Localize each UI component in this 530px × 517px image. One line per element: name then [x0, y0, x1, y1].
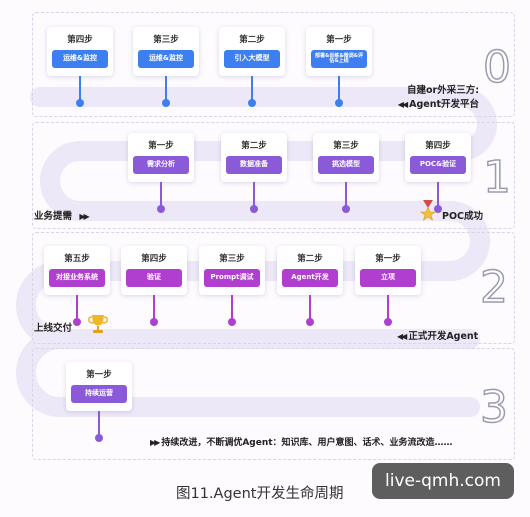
- phase-1-frame: [32, 122, 515, 229]
- double-arrow-icon: ◀◀: [397, 332, 407, 341]
- phase0-milestone: 自建or外采三方: ◀◀Agent开发平台: [398, 84, 480, 112]
- figure-caption: 图11.Agent开发生命周期: [176, 486, 344, 502]
- phase-0-number: 0: [482, 41, 512, 94]
- watermark: live-qmh.com: [372, 463, 514, 499]
- double-arrow-icon: ◀◀: [397, 100, 408, 109]
- step-action: POC&验证: [410, 156, 466, 174]
- pin: [150, 295, 158, 326]
- step-label: 第一步: [148, 141, 174, 151]
- phase-0-frame: [32, 12, 515, 117]
- start-label-text: 业务提需: [34, 211, 73, 222]
- phase0-card-1: 第四步 运维&监控: [47, 27, 113, 76]
- phase-2-frame: [32, 232, 515, 344]
- phase2-start-label: ◀◀正式开发Agent: [397, 328, 478, 342]
- pin: [76, 76, 84, 107]
- step-action: 数据准备: [226, 156, 282, 174]
- step-label: 第五步: [64, 254, 90, 264]
- step-label: 第一步: [86, 370, 112, 380]
- step-label: 第二步: [297, 254, 323, 264]
- step-action: 验证: [126, 269, 182, 287]
- footer-text: 持续改进，不断调优Agent：知识库、用户意图、话术、业务流改造……: [161, 438, 453, 448]
- phase0-card-4: 第一步 部署&训练&微调&评估&上线: [306, 27, 372, 76]
- milestone-line-2: ◀◀Agent开发平台: [377, 98, 479, 112]
- trophy-icon: [88, 315, 108, 333]
- milestone-line-1: 自建or外采三方:: [407, 85, 480, 96]
- step-label: 第三步: [219, 254, 245, 264]
- phase-1-number: 1: [482, 151, 512, 204]
- phase1-card-3: 第三步 挑选模型: [313, 133, 379, 182]
- phase0-card-3: 第二步 引入大模型: [219, 27, 285, 76]
- double-arrow-icon: ▶▶: [150, 438, 160, 447]
- pin: [157, 182, 165, 213]
- step-label: 第一步: [326, 35, 352, 45]
- step-action: Prompt调试: [204, 269, 260, 287]
- step-action: 立项: [360, 269, 416, 287]
- step-action: 部署&训练&微调&评估&上线: [311, 50, 367, 68]
- pin: [342, 182, 350, 213]
- star-icon: [420, 200, 436, 221]
- phase2-card-2: 第四步 验证: [121, 246, 187, 295]
- pin: [384, 295, 392, 326]
- phase2-card-4: 第二步 Agent开发: [277, 246, 343, 295]
- milestone-line-2-text: Agent开发平台: [409, 99, 480, 110]
- step-action: Agent开发: [282, 269, 338, 287]
- step-action: 运维&监控: [52, 50, 108, 68]
- phase2-milestone: 上线交付: [34, 323, 73, 334]
- pin: [228, 295, 236, 326]
- phase3-card-1: 第一步 持续运营: [66, 362, 132, 411]
- phase-2-number: 2: [479, 261, 509, 314]
- phase-3-frame: [32, 348, 515, 460]
- phase3-footer: ▶▶持续改进，不断调优Agent：知识库、用户意图、话术、业务流改造……: [150, 435, 453, 448]
- pin: [250, 182, 258, 213]
- phase2-card-5: 第一步 立项: [355, 246, 421, 295]
- phase1-card-1: 第一步 需求分析: [128, 133, 194, 182]
- pin: [95, 411, 103, 442]
- step-label: 第三步: [153, 35, 179, 45]
- step-action: 需求分析: [133, 156, 189, 174]
- phase-3-number: 3: [479, 381, 509, 434]
- step-action: 持续运营: [71, 385, 127, 403]
- pin: [434, 182, 442, 213]
- step-action: 对接业务系统: [49, 269, 105, 287]
- step-label: 第二步: [239, 35, 265, 45]
- phase1-card-4: 第四步 POC&验证: [405, 133, 471, 182]
- start-label-text: 正式开发Agent: [408, 331, 479, 342]
- step-label: 第三步: [333, 141, 359, 151]
- step-label: 第四步: [67, 35, 93, 45]
- step-label: 第四步: [141, 254, 167, 264]
- step-label: 第一步: [375, 254, 401, 264]
- pin: [306, 295, 314, 326]
- phase2-card-1: 第五步 对接业务系统: [44, 246, 110, 295]
- step-label: 第四步: [425, 141, 451, 151]
- step-action: 引入大模型: [224, 50, 280, 68]
- double-arrow-icon: ▶▶: [79, 212, 89, 221]
- step-action: 挑选模型: [318, 156, 374, 174]
- pin: [248, 76, 256, 107]
- pin: [73, 295, 81, 326]
- phase1-milestone: POC成功: [442, 211, 484, 222]
- step-label: 第二步: [241, 141, 267, 151]
- phase0-card-2: 第三步 运维&监控: [133, 27, 199, 76]
- pin: [335, 76, 343, 107]
- step-action: 运维&监控: [138, 50, 194, 68]
- phase2-card-3: 第三步 Prompt调试: [199, 246, 265, 295]
- phase1-start-label: 业务提需 ▶▶: [34, 208, 91, 222]
- phase1-card-2: 第二步 数据准备: [221, 133, 287, 182]
- pin: [162, 76, 170, 107]
